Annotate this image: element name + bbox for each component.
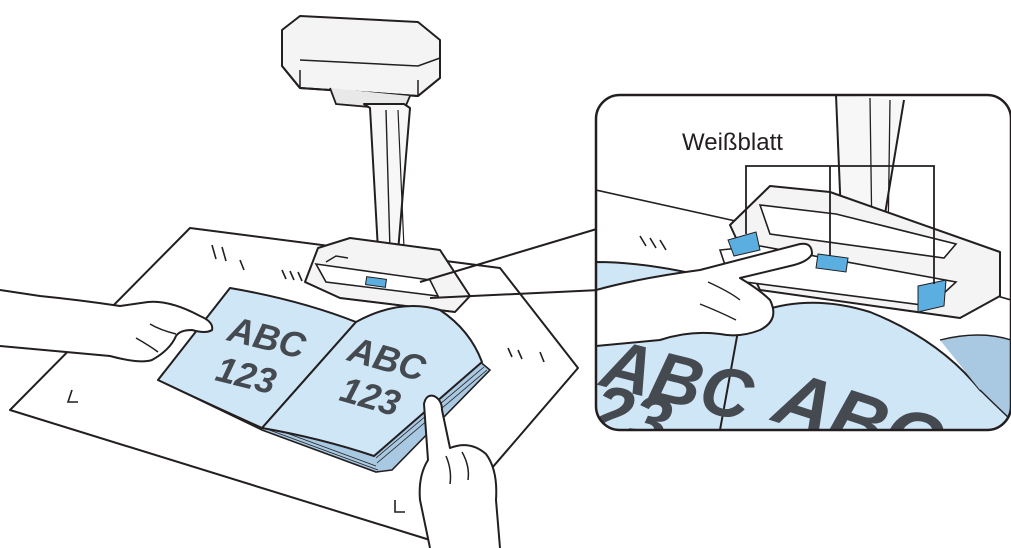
callout-label: Weißblatt [682, 129, 783, 156]
scanner-head [282, 16, 440, 110]
zoom-inset: ABC 23 ABC [582, 95, 1011, 489]
scanner-neck [364, 104, 410, 252]
